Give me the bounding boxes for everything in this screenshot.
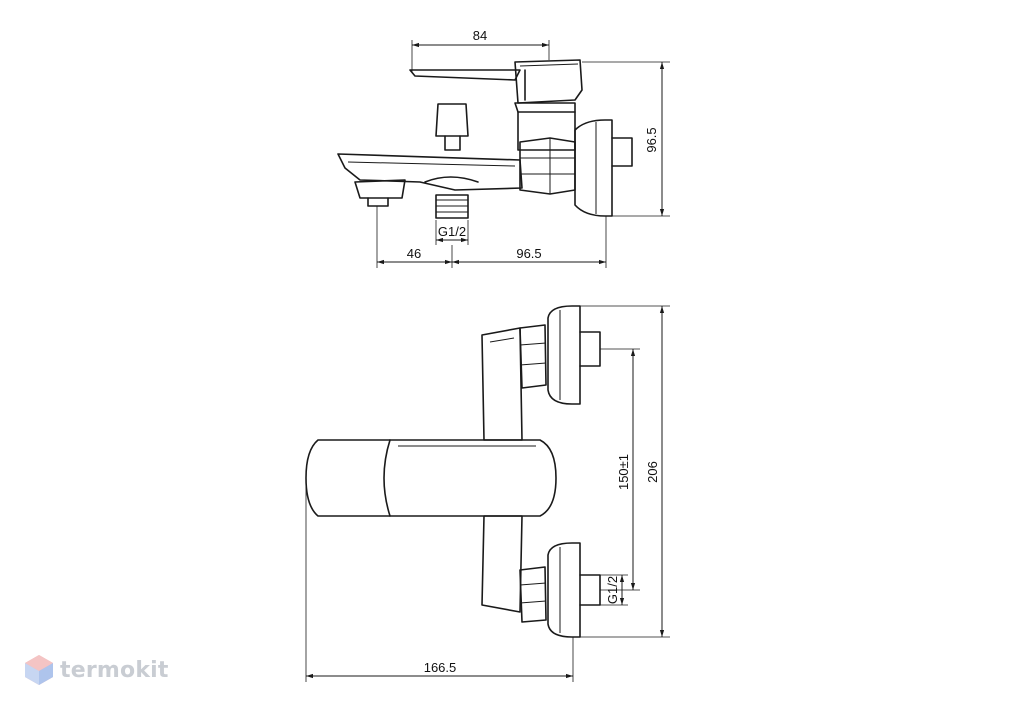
dim-front-height: 206 xyxy=(645,461,660,483)
brand-logo: termokit xyxy=(24,654,169,686)
dim-bottom-left: 46 xyxy=(407,246,421,261)
brand-name: termokit xyxy=(60,657,169,683)
dim-bottom-right: 96.5 xyxy=(516,246,541,261)
dim-front-width: 166.5 xyxy=(424,660,457,675)
side-view: 84 96.5 G1/2 46 96.5 xyxy=(337,28,670,268)
dim-top-width: 84 xyxy=(473,28,487,43)
dim-front-thread: G1/2 xyxy=(605,576,620,604)
dim-top-height: 96.5 xyxy=(644,127,659,152)
dim-top-thread: G1/2 xyxy=(438,224,466,239)
front-view: 206 150±1 G1/2 166.5 xyxy=(305,305,670,682)
hexagon-cube-icon xyxy=(25,655,53,685)
dim-front-center: 150±1 xyxy=(616,454,631,490)
